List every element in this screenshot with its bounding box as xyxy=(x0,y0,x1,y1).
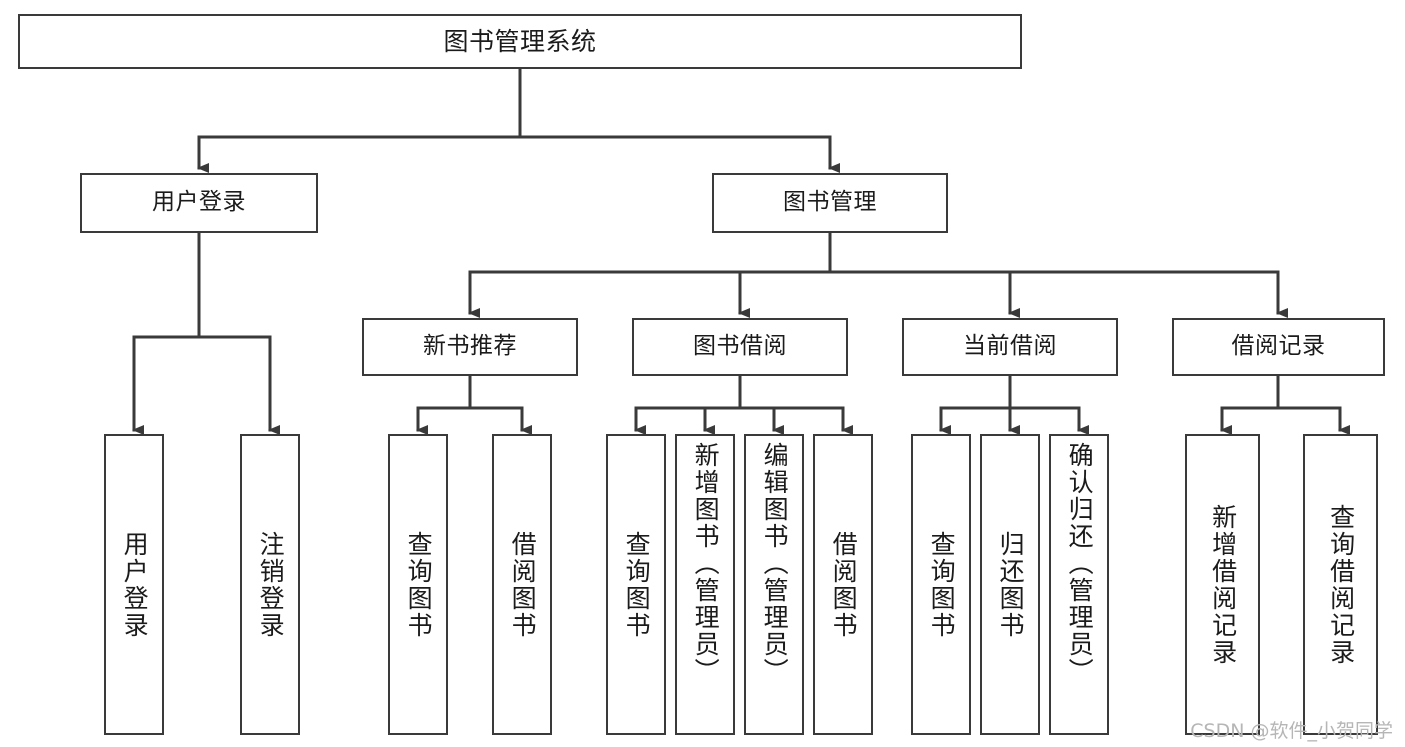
node-label: 查询图书 xyxy=(927,530,957,639)
leaf-user-logout[interactable]: 注销登录 xyxy=(240,434,300,735)
node-borrow-records[interactable]: 借阅记录 xyxy=(1172,318,1385,376)
node-label: 图书管理 xyxy=(783,189,877,216)
node-label: 用户登录 xyxy=(152,189,246,216)
leaf-confirm-return[interactable]: 确认归还（管理员） xyxy=(1049,434,1109,735)
node-current-borrow[interactable]: 当前借阅 xyxy=(902,318,1118,376)
node-user-login[interactable]: 用户登录 xyxy=(80,173,318,233)
node-label: 编辑图书（管理员） xyxy=(760,442,790,685)
node-label: 注销登录 xyxy=(256,530,286,639)
node-label: 查询图书 xyxy=(404,530,434,639)
node-new-book-recommend[interactable]: 新书推荐 xyxy=(362,318,578,376)
leaf-edit-book[interactable]: 编辑图书（管理员） xyxy=(744,434,804,735)
leaf-borrow-book-2[interactable]: 借阅图书 xyxy=(813,434,873,735)
node-label: 归还图书 xyxy=(996,530,1026,639)
node-label: 图书管理系统 xyxy=(443,26,597,56)
node-label: 借阅图书 xyxy=(829,530,859,639)
csdn-watermark: CSDN @软件_小贺同学 xyxy=(1190,720,1393,742)
leaf-query-book-1[interactable]: 查询图书 xyxy=(388,434,448,735)
node-label: 用户登录 xyxy=(120,530,150,639)
node-label: 查询图书 xyxy=(622,530,652,639)
leaf-user-login-do[interactable]: 用户登录 xyxy=(104,434,164,735)
node-label: 当前借阅 xyxy=(963,333,1057,360)
node-label: 借阅记录 xyxy=(1231,333,1326,360)
leaf-query-book-2[interactable]: 查询图书 xyxy=(606,434,666,735)
leaf-borrow-book-1[interactable]: 借阅图书 xyxy=(492,434,552,735)
node-root-system[interactable]: 图书管理系统 xyxy=(18,14,1022,69)
node-label: 新增图书（管理员） xyxy=(691,442,721,685)
node-label: 新书推荐 xyxy=(423,333,517,360)
node-label: 图书借阅 xyxy=(693,333,787,360)
node-book-borrow[interactable]: 图书借阅 xyxy=(632,318,848,376)
node-label: 确认归还（管理员） xyxy=(1065,442,1095,685)
leaf-query-book-3[interactable]: 查询图书 xyxy=(911,434,971,735)
node-book-management[interactable]: 图书管理 xyxy=(712,173,948,233)
node-label: 新增借阅记录 xyxy=(1208,503,1238,666)
leaf-add-book[interactable]: 新增图书（管理员） xyxy=(675,434,735,735)
leaf-add-borrow-record[interactable]: 新增借阅记录 xyxy=(1185,434,1260,735)
node-label: 借阅图书 xyxy=(508,530,538,639)
leaf-return-book[interactable]: 归还图书 xyxy=(980,434,1040,735)
leaf-query-borrow-record[interactable]: 查询借阅记录 xyxy=(1303,434,1378,735)
node-label: 查询借阅记录 xyxy=(1326,503,1356,666)
